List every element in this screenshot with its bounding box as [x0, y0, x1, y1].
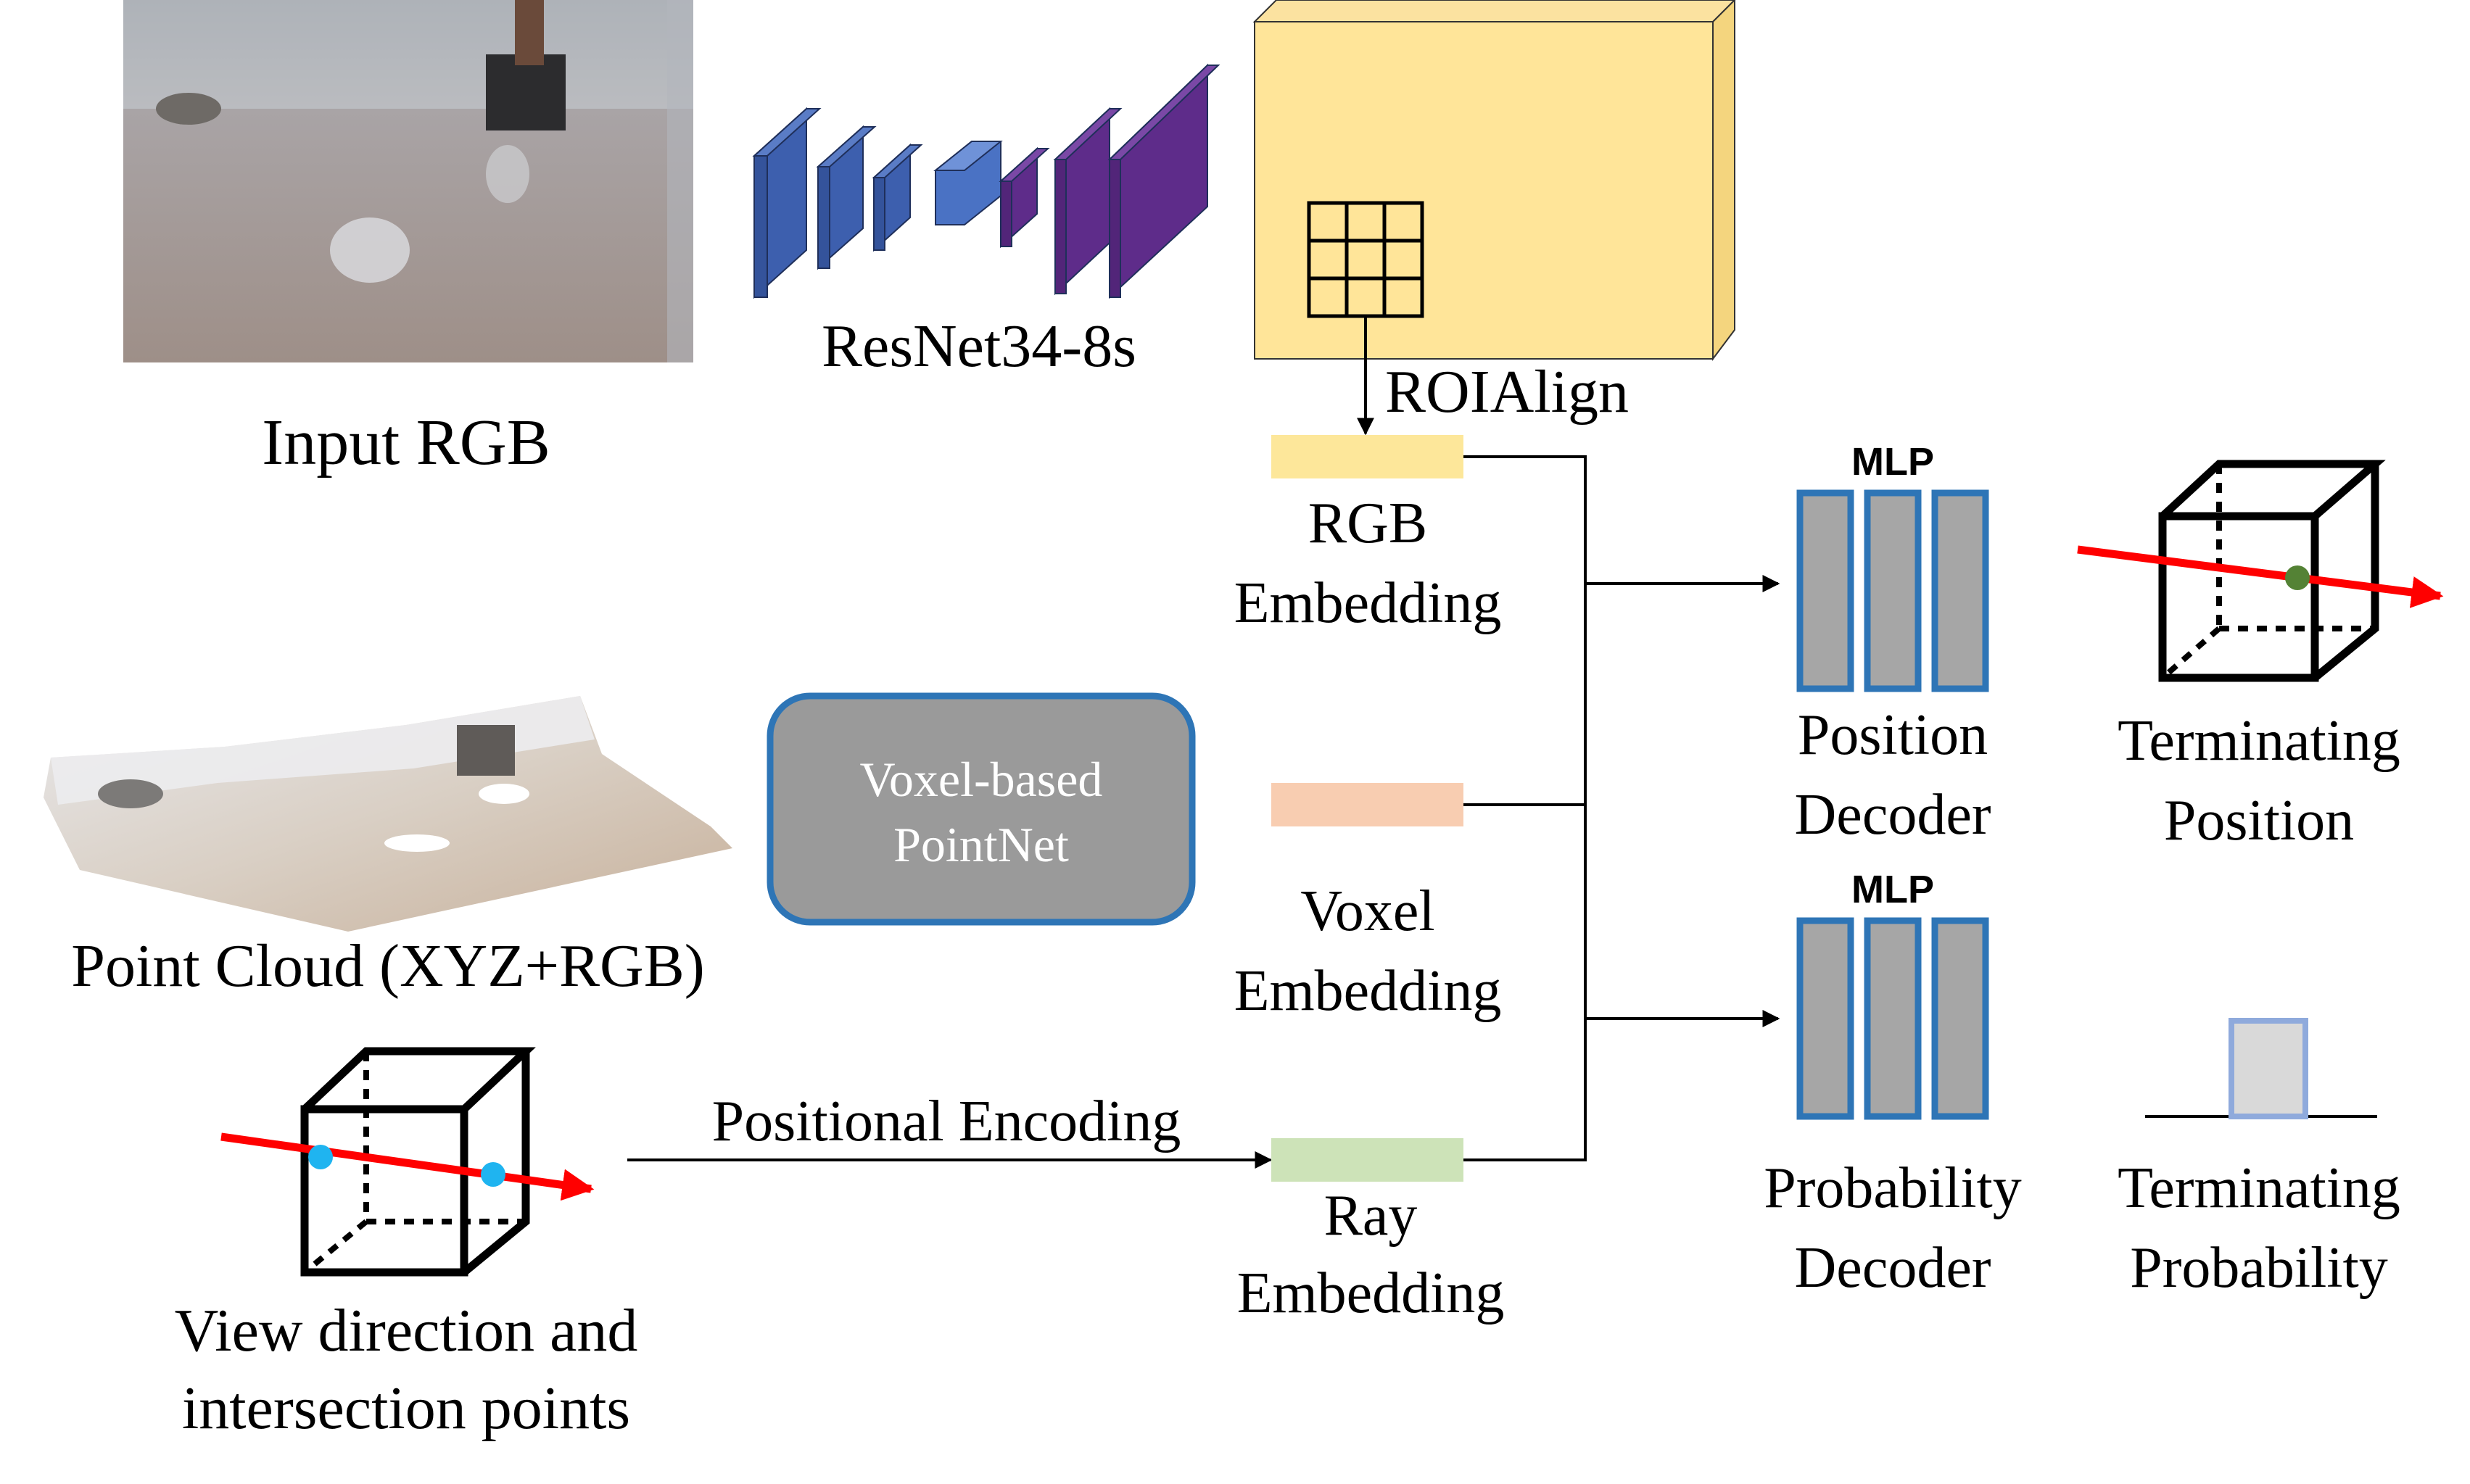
voxel-embedding-label-line1: Voxel — [1300, 879, 1434, 943]
position-decoder-label-line2: Decoder — [1795, 783, 1991, 847]
fusion-connector — [1463, 455, 1587, 1161]
rgb-embedding-label-line1: RGB — [1308, 492, 1428, 555]
pc-hole-2 — [384, 834, 450, 852]
ray-input-caption-line2: intersection points — [182, 1375, 630, 1442]
ray-embedding-label-line1: Ray — [1324, 1184, 1418, 1248]
pc-shell-object — [98, 779, 163, 808]
pc-stand-object — [457, 725, 515, 776]
ray-embedding-bar — [1271, 1138, 1463, 1182]
pointnet-block — [767, 692, 1196, 926]
pc-hole-1 — [479, 784, 529, 804]
glass-object-2 — [330, 217, 410, 283]
terminating-point — [2285, 565, 2310, 590]
probability-decoder-mlp — [1796, 917, 1989, 1120]
resnet-caption: ResNet34-8s — [822, 312, 1136, 380]
terminating-probability-label-line2: Probability — [2130, 1236, 2388, 1300]
probability-mlp-label: MLP — [1851, 868, 1934, 911]
shell-object — [156, 93, 221, 125]
intersection-point-entry — [308, 1145, 333, 1169]
pointnet-label-line2: PointNet — [893, 817, 1069, 872]
probability-bar — [2229, 1018, 2308, 1119]
terminating-ray-arrow — [2077, 545, 2444, 608]
ray-input-caption-line1: View direction and — [175, 1297, 638, 1364]
roi-grid — [1307, 201, 1424, 318]
probability-decoder-label-line1: Probability — [1764, 1156, 2022, 1220]
rgb-embedding-bar — [1271, 435, 1463, 478]
voxel-embedding-bar — [1271, 783, 1463, 826]
intersection-point-exit — [481, 1162, 505, 1187]
glass-object-1 — [486, 145, 529, 203]
rgb-embedding-label-line2: Embedding — [1234, 571, 1502, 635]
probability-decoder-label-line2: Decoder — [1795, 1236, 1991, 1300]
input-rgb-caption: Input RGB — [262, 407, 550, 478]
resnet-backbone — [752, 63, 1220, 299]
pointnet-label-line1: Voxel-based — [860, 752, 1103, 807]
ray-input-cube — [300, 1047, 536, 1277]
position-decoder-mlp — [1796, 489, 1989, 692]
terminating-position-cube — [2158, 460, 2386, 682]
roi-label: ROIAlign — [1385, 358, 1629, 426]
positional-encoding-label: Positional Encoding — [712, 1090, 1181, 1153]
point-cloud-caption: Point Cloud (XYZ+RGB) — [71, 932, 704, 1000]
ray-embedding-label-line2: Embedding — [1237, 1261, 1505, 1325]
bottle-object — [515, 0, 544, 65]
feature-map — [1252, 0, 1736, 361]
stand-object — [486, 54, 566, 130]
terminating-position-label-line1: Terminating — [2118, 709, 2400, 773]
point-cloud-image — [44, 696, 732, 932]
ray-input-arrow — [220, 1132, 595, 1201]
position-mlp-label: MLP — [1851, 440, 1934, 484]
terminating-position-label-line2: Position — [2164, 789, 2354, 853]
voxel-embedding-label-line2: Embedding — [1234, 959, 1502, 1023]
position-decoder-label-line1: Position — [1798, 703, 1988, 767]
terminating-probability-label-line1: Terminating — [2118, 1156, 2400, 1220]
input-rgb-image — [123, 0, 693, 362]
